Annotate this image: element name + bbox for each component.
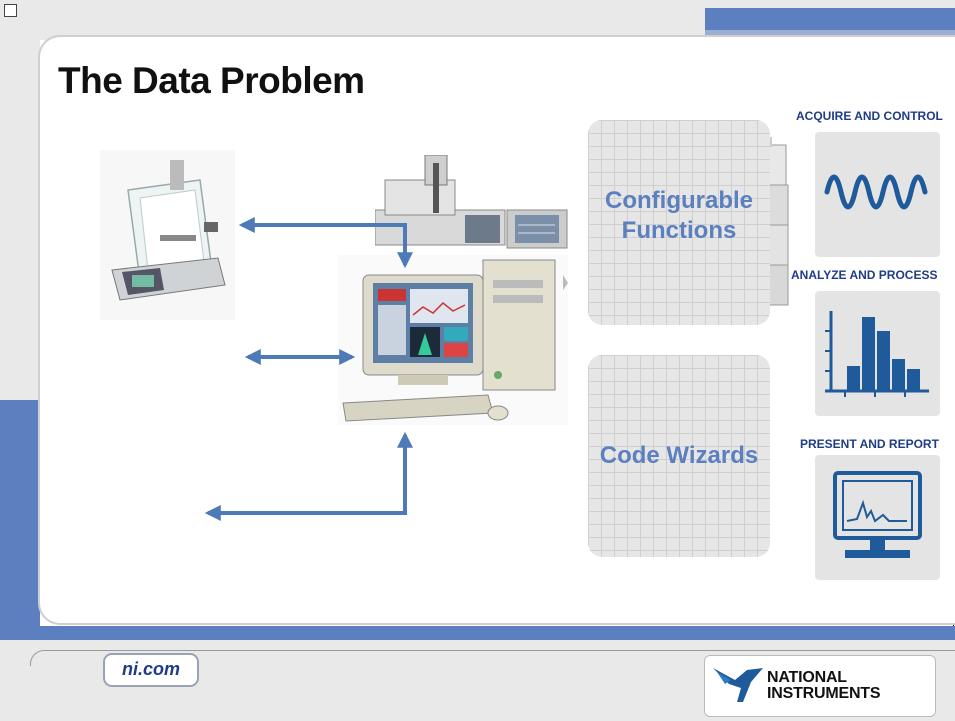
acquire-tile[interactable] xyxy=(815,132,940,257)
national-instruments-logo: NATIONAL INSTRUMENTS xyxy=(704,655,936,717)
category-label-acquire: ACQUIRE AND CONTROL xyxy=(796,109,943,123)
logo-line1: NATIONAL xyxy=(767,669,847,686)
arrow-balance-computer xyxy=(238,217,413,269)
eagle-logo-icon xyxy=(713,668,763,702)
corner-marker xyxy=(4,4,17,17)
data-flow-arrows xyxy=(204,217,413,521)
waveform-icon xyxy=(824,174,928,210)
bottom-accent-bar xyxy=(40,626,955,640)
configurable-functions-panel[interactable]: Configurable Functions xyxy=(588,120,770,325)
analyze-tile[interactable] xyxy=(815,291,940,416)
category-label-present: PRESENT AND REPORT xyxy=(800,437,939,451)
footer-divider xyxy=(30,650,955,666)
panel-label-line1: Configurable xyxy=(605,187,753,214)
left-grey-band xyxy=(0,40,40,400)
category-label-analyze: ANALYZE AND PROCESS xyxy=(791,268,938,282)
panel-label-line2: Functions xyxy=(621,217,737,244)
top-accent-bar xyxy=(705,8,955,30)
present-tile[interactable] xyxy=(815,455,940,580)
computer-workstation-image xyxy=(338,255,568,425)
top-accent-bar-shadow xyxy=(705,30,955,36)
website-badge[interactable]: ni.com xyxy=(103,653,199,687)
slide-title: The Data Problem xyxy=(58,60,365,101)
logo-line2: INSTRUMENTS xyxy=(767,685,881,702)
left-accent-bar xyxy=(0,400,40,640)
monitor-graph-icon xyxy=(833,471,922,558)
panel-label: Code Wizards xyxy=(599,442,759,469)
code-wizards-panel[interactable]: Code Wizards xyxy=(588,355,770,557)
arrow-bottom xyxy=(204,431,413,521)
bar-chart-icon xyxy=(825,311,929,397)
analytical-balance-image xyxy=(100,150,235,320)
